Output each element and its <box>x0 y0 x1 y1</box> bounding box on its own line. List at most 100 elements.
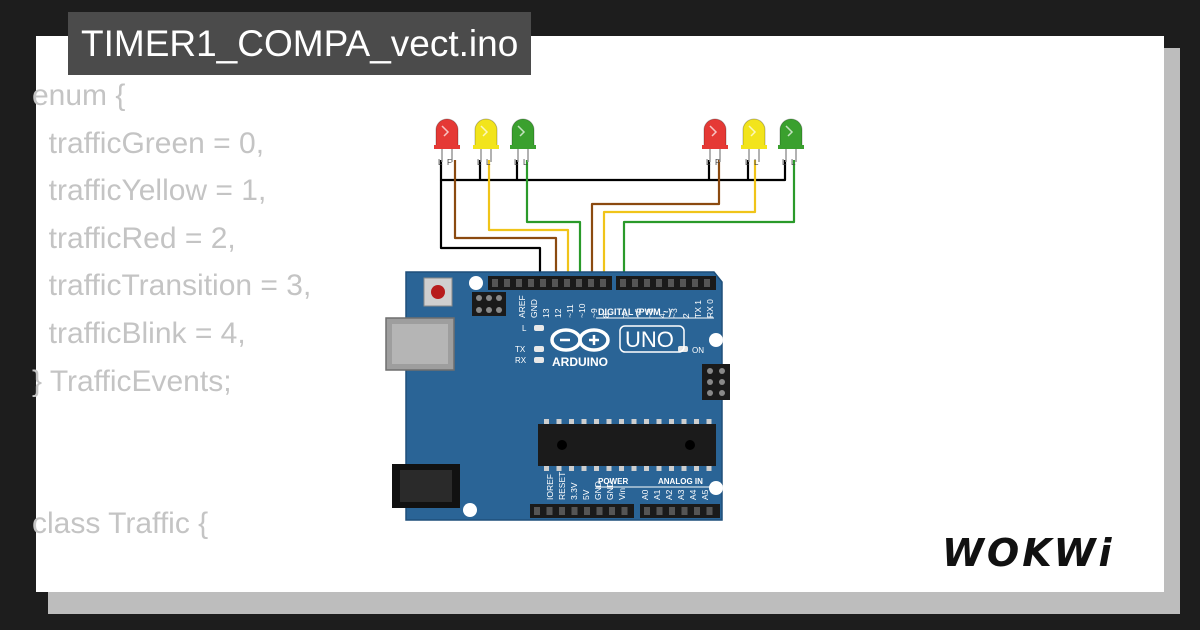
pin-label: A3 <box>676 489 686 500</box>
led-rim <box>741 145 767 149</box>
pin-hole <box>681 507 688 515</box>
led-pin-label: L <box>523 158 528 167</box>
chip-pin <box>556 466 562 471</box>
chip-pin <box>669 466 674 471</box>
top-pin-holes <box>492 279 710 287</box>
pin-hole <box>588 279 594 287</box>
pin-label: 7 <box>621 313 631 318</box>
red-led-1-wire <box>453 160 558 282</box>
chip-pin <box>681 419 687 424</box>
digital-header-right <box>616 276 716 290</box>
pin-hole <box>694 507 700 515</box>
pin-hole <box>680 279 686 287</box>
chip-pin <box>694 419 699 424</box>
pin-label: 13 <box>541 308 551 318</box>
pin-label: ~10 <box>577 303 587 318</box>
pin-label: ~9 <box>589 308 599 318</box>
pin-label: ~5 <box>645 308 655 318</box>
led-pin-label: F <box>715 158 720 167</box>
wokwi-logo-text: WOKWi <box>942 531 1115 575</box>
pin-hole <box>571 507 578 515</box>
pin-label: GND <box>529 299 539 318</box>
led-reflection <box>785 125 794 137</box>
led-pin-label: L <box>514 158 519 167</box>
chip-pin <box>544 419 549 424</box>
chip-pin <box>581 466 587 471</box>
pin-label: TX 1 <box>693 300 703 318</box>
code-line: trafficTransition = 3, <box>32 269 312 303</box>
pin-label: ~3 <box>669 308 679 318</box>
bottom-pin-holes <box>534 507 713 515</box>
pin-hole <box>576 279 582 287</box>
led-rim <box>510 145 536 149</box>
pin-label: RX 0 <box>705 299 715 318</box>
pin-label: GND <box>593 481 603 500</box>
led-rim <box>778 145 804 149</box>
led-pin-label: L <box>745 158 750 167</box>
pin-label: GND <box>605 481 615 500</box>
pin-label: 12 <box>553 308 563 318</box>
led-rx-indicator <box>534 357 544 363</box>
chip-notch <box>557 440 567 450</box>
code-line: class Traffic { <box>32 507 209 541</box>
pin-hole <box>632 279 638 287</box>
pin-label: A1 <box>652 489 662 500</box>
pin-label: ~6 <box>633 308 643 318</box>
pin-hole <box>644 279 650 287</box>
pin-label: A0 <box>640 489 650 500</box>
gnd-to-board-wire <box>439 180 542 282</box>
chip-pin <box>619 419 624 424</box>
chip-pin <box>631 419 637 424</box>
usb-connector-face <box>392 324 448 364</box>
pin-label: A4 <box>688 489 698 500</box>
pin-hole <box>528 279 534 287</box>
pin-hole <box>621 507 628 515</box>
chip-pin <box>681 466 687 471</box>
chip-pin <box>569 419 574 424</box>
chip-pin <box>706 466 712 471</box>
chip-pin <box>606 466 612 471</box>
pin-hole <box>564 279 570 287</box>
pin-label: ~11 <box>565 304 575 318</box>
pin-hole <box>600 279 606 287</box>
led-pin-label: L <box>438 158 443 167</box>
pin-label: 3.3V <box>569 482 579 500</box>
pin-label: 8 <box>601 313 611 318</box>
ground-drop-wires <box>478 160 750 180</box>
pin-hole <box>504 279 510 287</box>
led-reflection <box>748 125 757 137</box>
digital-header-label: DIGITAL (PWM ~) <box>598 307 671 317</box>
ground-bus-wire <box>439 160 787 182</box>
chip-pin <box>656 419 662 424</box>
pin-label: 4 <box>657 313 667 318</box>
chip-pin <box>644 419 649 424</box>
mounting-hole <box>463 503 477 517</box>
mounting-hole <box>709 481 723 495</box>
board-brand: ARDUINO <box>552 355 608 369</box>
pin-hole <box>704 279 710 287</box>
yellow-led-1-wire <box>487 160 570 282</box>
pin-hole <box>656 279 662 287</box>
code-line: enum { <box>32 79 126 112</box>
chip-pin <box>594 466 599 471</box>
pin-label: Vin <box>617 488 627 500</box>
led-reflection <box>517 125 526 137</box>
led-pin-label: L <box>486 158 491 167</box>
pin-hole <box>492 279 498 287</box>
chip-dot <box>685 440 695 450</box>
pin-hole <box>559 507 565 515</box>
pin-hole <box>534 507 540 515</box>
pin-hole <box>596 507 603 515</box>
chip-pin <box>556 419 562 424</box>
led-pin-label: L <box>782 158 787 167</box>
code-line: } TrafficEvents; <box>32 364 232 398</box>
